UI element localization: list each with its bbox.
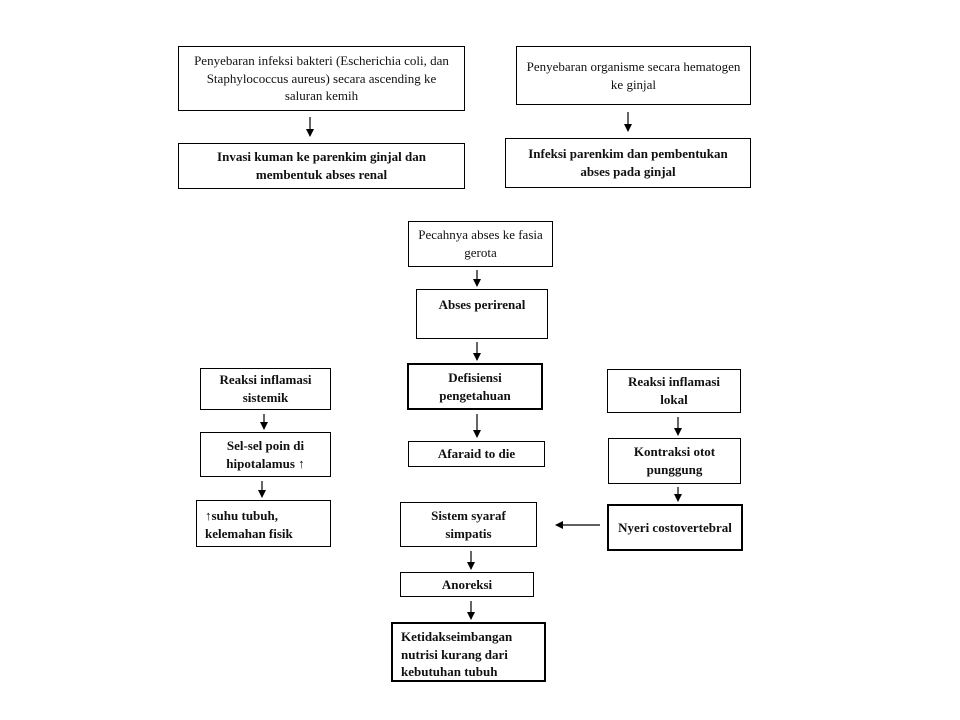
node-suhu-tubuh: ↑suhu tubuh, kelemahan fisik (196, 500, 331, 547)
node-nyeri: Nyeri costovertebral (607, 504, 743, 551)
node-reaksi-sistemik: Reaksi inflamasi sistemik (200, 368, 331, 410)
node-reaksi-lokal: Reaksi inflamasi lokal (607, 369, 741, 413)
node-abses-perirenal: Abses perirenal (416, 289, 548, 339)
node-kontraksi: Kontraksi otot punggung (608, 438, 741, 484)
node-invasi-kuman: Invasi kuman ke parenkim ginjal dan memb… (178, 143, 465, 189)
node-sistem-syaraf: Sistem syaraf simpatis (400, 502, 537, 547)
node-ketidakseimbangan: Ketidakseimbangan nutrisi kurang dari ke… (391, 622, 546, 682)
node-afaraid: Afaraid to die (408, 441, 545, 467)
node-infeksi-parenkim: Infeksi parenkim dan pembentukan abses p… (505, 138, 751, 188)
node-penyebaran-bakteri: Penyebaran infeksi bakteri (Escherichia … (178, 46, 465, 111)
node-sel-poin: Sel-sel poin di hipotalamus ↑ (200, 432, 331, 477)
node-pecahnya-abses: Pecahnya abses ke fasia gerota (408, 221, 553, 267)
node-penyebaran-hematogen: Penyebaran organisme secara hematogen ke… (516, 46, 751, 105)
node-anoreksi: Anoreksi (400, 572, 534, 597)
node-defisiensi: Defisiensi pengetahuan (407, 363, 543, 410)
